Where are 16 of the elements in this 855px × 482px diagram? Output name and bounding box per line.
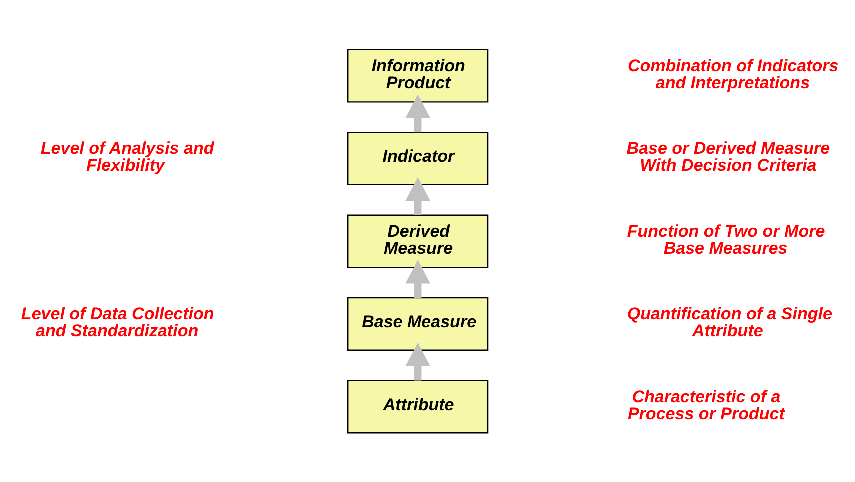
- node-box: Information Product: [348, 48, 489, 102]
- node-box: Indicator: [348, 132, 489, 186]
- label: Function of Two or More Base Measures: [627, 221, 826, 258]
- arrow: [406, 342, 430, 380]
- label: Combination of Indicators and Interpretations: [628, 56, 839, 92]
- arrow: [406, 176, 430, 215]
- label: Level of Data Collection and Standardization: [21, 304, 214, 340]
- label: Base or Derived Measure With Decision Criteria: [626, 138, 830, 175]
- label: Level of Analysis and Flexibility: [40, 138, 214, 175]
- label: Quantification of a Single Attribute: [627, 304, 832, 340]
- node-box: Attribute: [348, 380, 489, 434]
- node-box: Base Measure: [348, 296, 489, 350]
- arrow: [406, 94, 430, 132]
- arrow: [406, 260, 430, 298]
- node-box: Derived Measure: [348, 214, 489, 268]
- label: Characteristic of a Process or Product: [628, 386, 785, 423]
